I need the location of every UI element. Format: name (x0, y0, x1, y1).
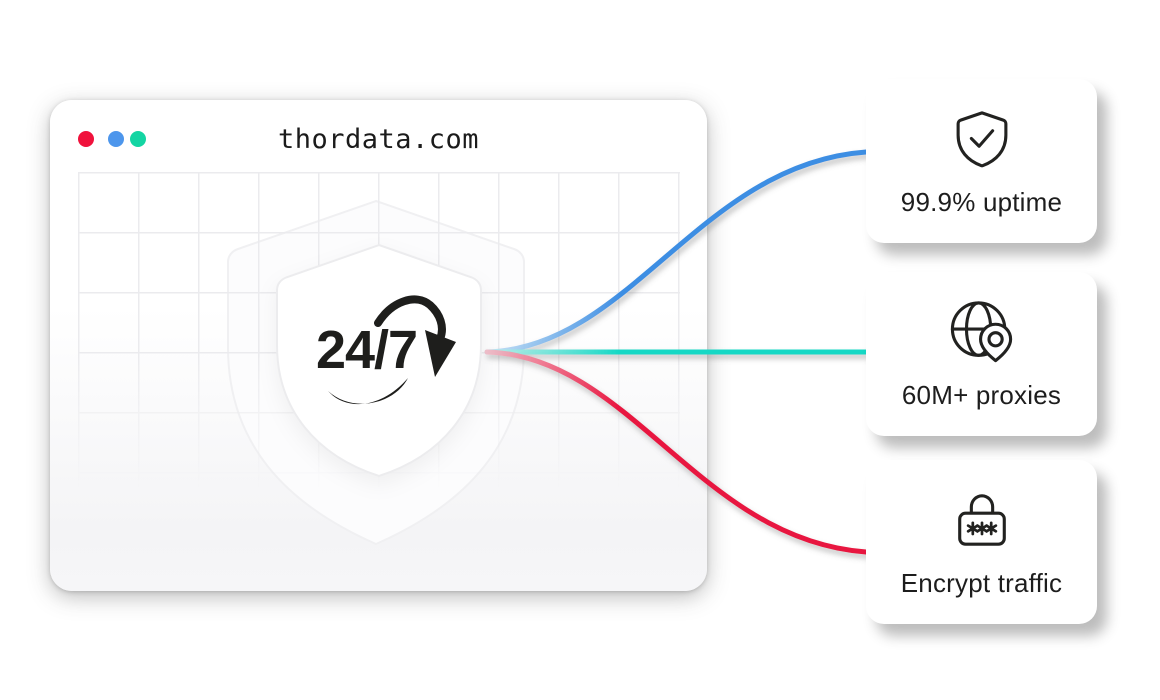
feature-card-encrypt-label: Encrypt traffic (900, 568, 1063, 598)
asterisks-glyph (966, 521, 997, 536)
feature-card-uptime-label: 99.9% uptime (900, 187, 1063, 217)
badge-24-7-label: 24/7 (316, 320, 417, 380)
shield-check-icon (956, 111, 1007, 168)
feature-card-encrypt: Encrypt traffic (866, 460, 1097, 624)
feature-card-uptime: 99.9% uptime (866, 79, 1097, 243)
feature-card-uptime-iconbox (953, 91, 1011, 187)
globe-location-icon (950, 301, 1012, 363)
lock-password-icon (957, 494, 1006, 546)
badge-24-7: 24/7 (316, 295, 456, 405)
traffic-light-expand-button[interactable] (130, 131, 146, 147)
address-bar-text: thordata.com (277, 124, 480, 155)
feature-card-encrypt-iconbox (953, 472, 1011, 568)
traffic-light-minimize-button[interactable] (108, 131, 124, 147)
rotating-arrow-orbit-icon (328, 295, 456, 405)
browser-window: thordata.com 24/7 (50, 100, 707, 591)
browser-titlebar: thordata.com (50, 100, 707, 166)
traffic-light-close-button[interactable] (78, 131, 94, 147)
feature-card-proxies-label: 60M+ proxies (901, 380, 1062, 410)
feature-card-proxies-iconbox (949, 284, 1015, 380)
feature-card-proxies: 60M+ proxies (866, 272, 1097, 436)
